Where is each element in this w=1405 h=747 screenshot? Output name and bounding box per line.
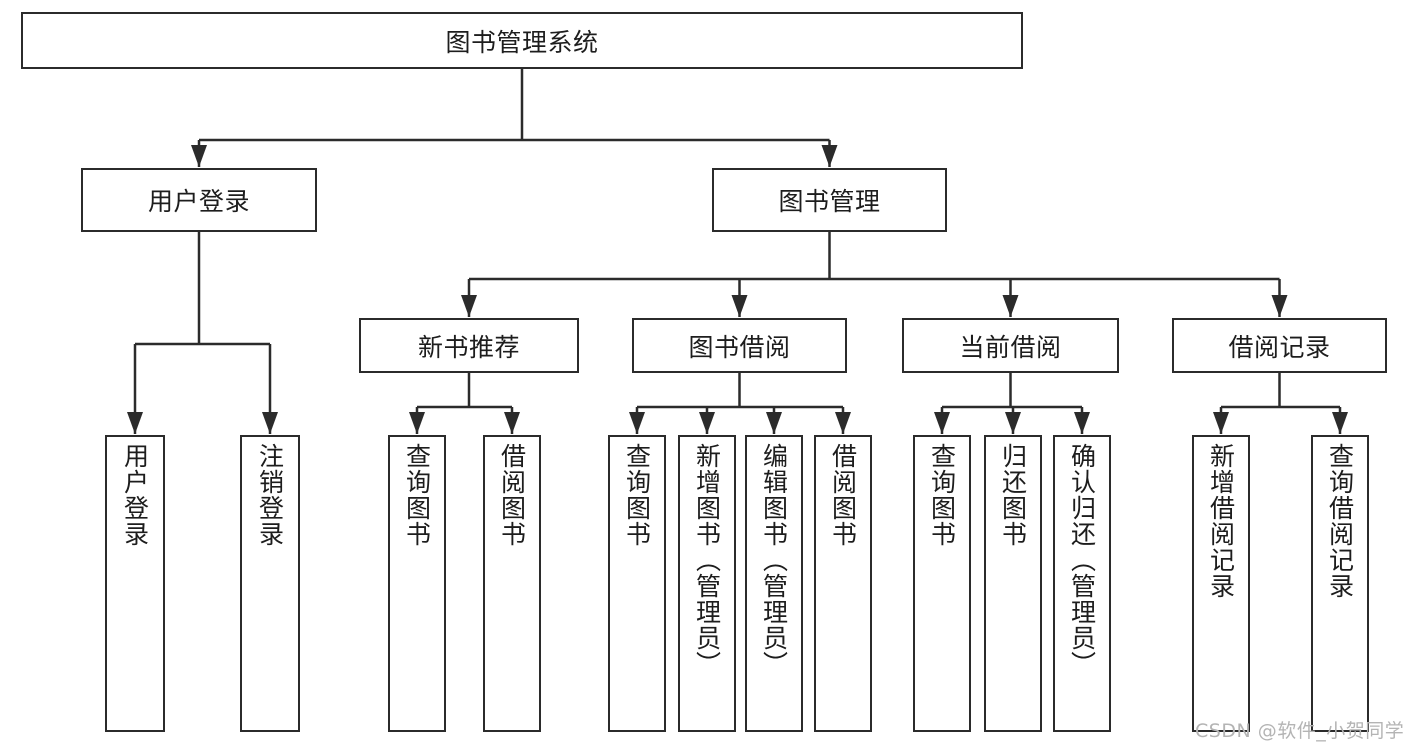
node-leaf-7[interactable]: 编辑图书（管理员） [745, 435, 803, 732]
arrowhead-icon [766, 412, 782, 434]
arrowhead-icon [699, 412, 715, 434]
node-borrow[interactable]: 图书借阅 [632, 318, 847, 373]
arrowhead-icon [409, 412, 425, 434]
arrowhead-icon [1002, 295, 1019, 317]
arrowhead-icon [629, 412, 645, 434]
node-label: 图书借阅 [688, 332, 791, 362]
node-leaf-9[interactable]: 查询图书 [913, 435, 971, 732]
node-leaf-1[interactable]: 用户登录 [105, 435, 165, 732]
arrowhead-icon [1332, 412, 1348, 434]
node-leaf-3[interactable]: 查询图书 [388, 435, 446, 732]
node-leaf-5[interactable]: 查询图书 [608, 435, 666, 732]
arrowhead-icon [504, 412, 520, 434]
node-label: 新书推荐 [417, 332, 520, 362]
node-label: 编辑图书（管理员） [759, 443, 789, 677]
arrowhead-icon [934, 412, 950, 434]
node-label: 查询图书 [402, 443, 432, 547]
arrowhead-icon [262, 412, 278, 434]
node-leaf-6[interactable]: 新增图书（管理员） [678, 435, 736, 732]
arrowhead-icon [821, 145, 838, 167]
node-label: 图书管理 [778, 187, 881, 216]
node-bookmgmt[interactable]: 图书管理 [712, 168, 947, 232]
node-label: 当前借阅 [959, 332, 1062, 362]
node-label: 注销登录 [255, 443, 285, 547]
node-label: 借阅记录 [1228, 332, 1331, 362]
node-label: 用户登录 [147, 187, 250, 216]
node-leaf-11[interactable]: 确认归还（管理员） [1053, 435, 1111, 732]
node-leaf-8[interactable]: 借阅图书 [814, 435, 872, 732]
arrowhead-icon [1271, 295, 1288, 317]
node-label: 用户登录 [120, 443, 150, 547]
arrowhead-icon [127, 412, 143, 434]
node-records[interactable]: 借阅记录 [1172, 318, 1387, 373]
arrowhead-icon [191, 145, 207, 167]
node-leaf-2[interactable]: 注销登录 [240, 435, 300, 732]
node-leaf-12[interactable]: 新增借阅记录 [1192, 435, 1250, 732]
node-label: 图书管理系统 [445, 27, 599, 57]
node-current[interactable]: 当前借阅 [902, 318, 1119, 373]
arrowhead-icon [1005, 412, 1021, 434]
node-leaf-10[interactable]: 归还图书 [984, 435, 1042, 732]
node-root[interactable]: 图书管理系统 [21, 12, 1023, 69]
node-label: 新增借阅记录 [1206, 443, 1236, 599]
arrowhead-icon [1074, 412, 1090, 434]
node-label: 查询图书 [927, 443, 957, 547]
node-label: 新增图书（管理员） [692, 443, 722, 677]
node-label: 归还图书 [998, 443, 1028, 547]
node-leaf-4[interactable]: 借阅图书 [483, 435, 541, 732]
node-label: 查询借阅记录 [1325, 443, 1355, 599]
node-label: 确认归还（管理员） [1067, 443, 1097, 677]
arrowhead-icon [1213, 412, 1229, 434]
node-login[interactable]: 用户登录 [81, 168, 317, 232]
arrowhead-icon [731, 295, 748, 317]
node-label: 查询图书 [622, 443, 652, 547]
node-label: 借阅图书 [497, 443, 527, 547]
arrowhead-icon [461, 295, 477, 317]
node-newbook[interactable]: 新书推荐 [359, 318, 579, 373]
node-label: 借阅图书 [828, 443, 858, 547]
node-leaf-13[interactable]: 查询借阅记录 [1311, 435, 1369, 732]
watermark-label: CSDN @软件_小贺同学 [1195, 720, 1405, 742]
arrowhead-icon [835, 412, 851, 434]
